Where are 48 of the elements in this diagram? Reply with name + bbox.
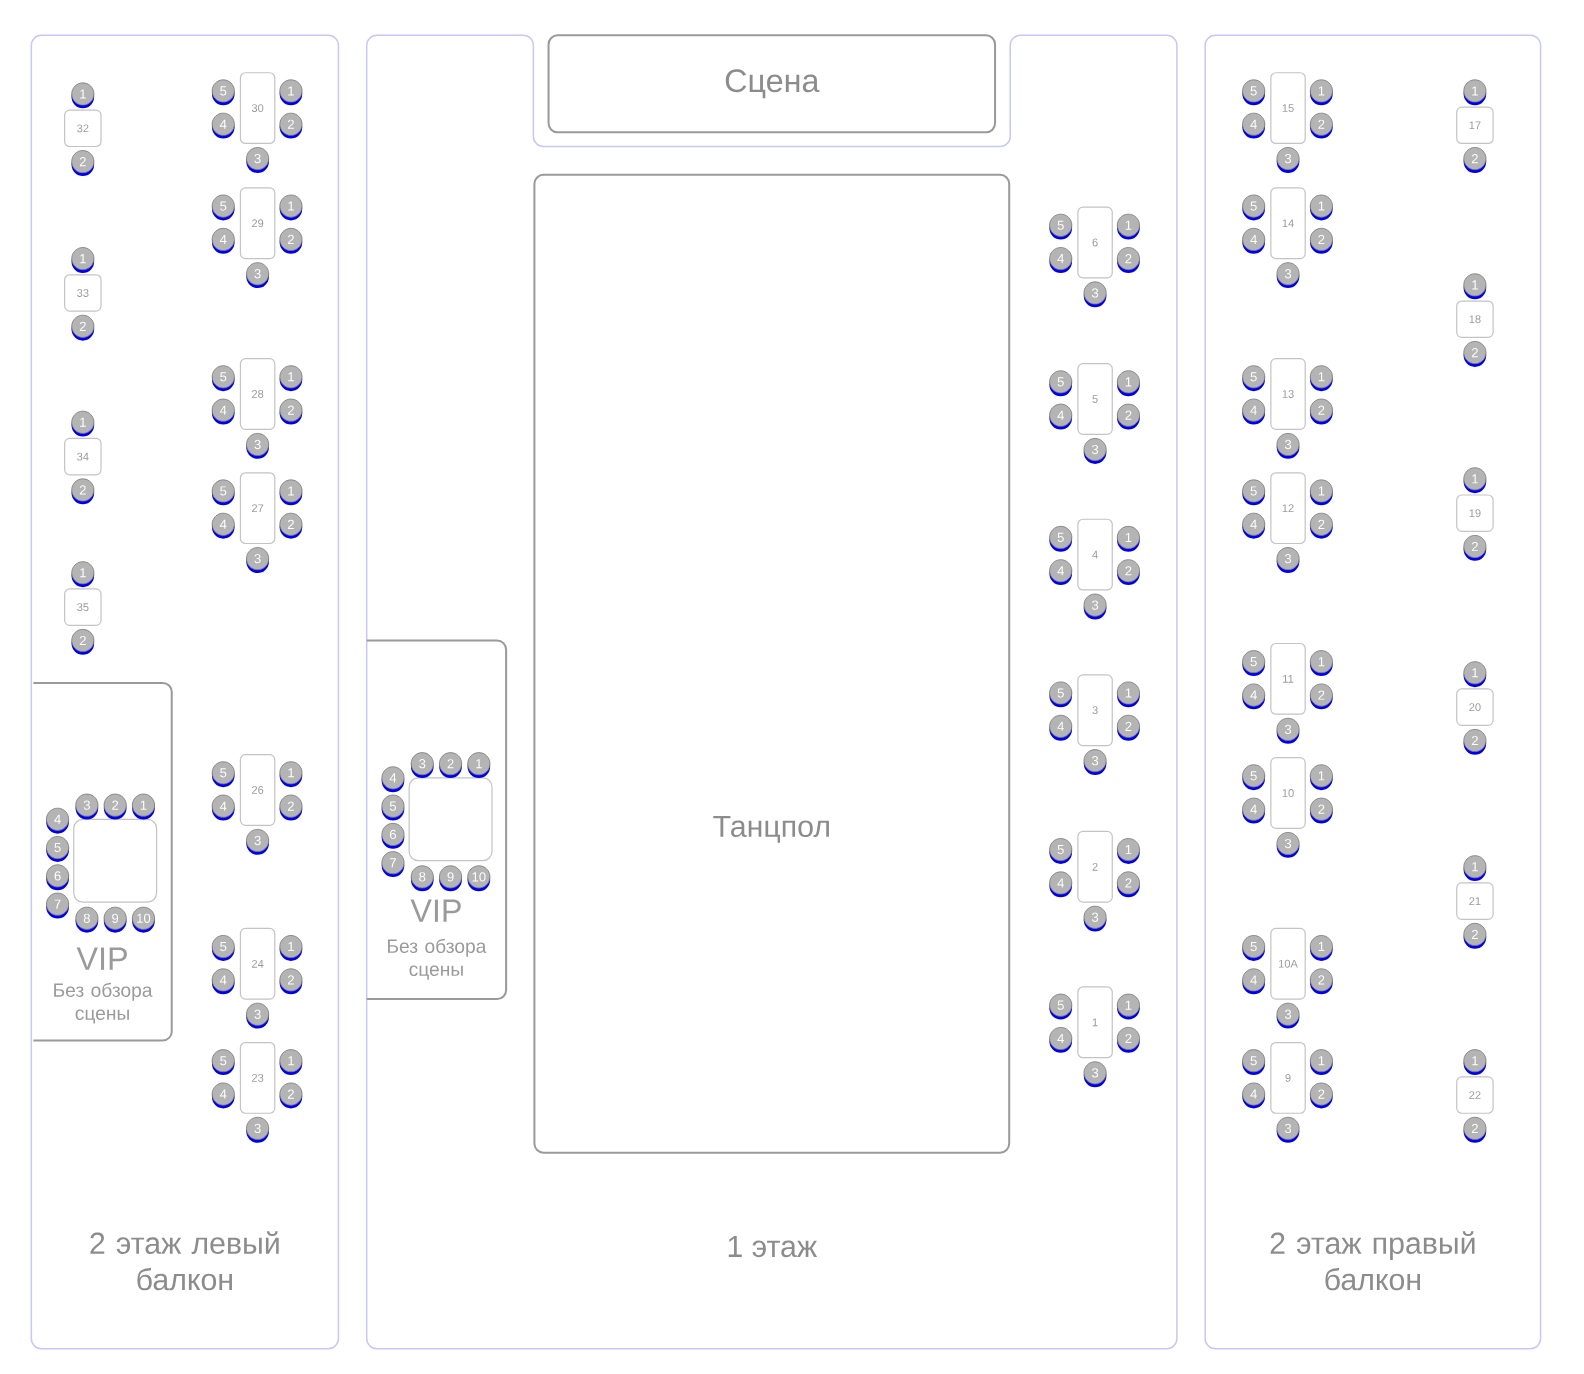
table-box: 23 <box>239 1042 276 1114</box>
table-box: 29 <box>239 187 276 260</box>
table-box: 22 <box>1456 1076 1494 1114</box>
vip-box <box>33 681 173 1042</box>
table-box: 19 <box>1456 494 1494 533</box>
table-box: 26 <box>239 754 276 826</box>
table-box: 11 <box>1270 642 1306 715</box>
table-box: 4 <box>1077 518 1113 591</box>
table-box: 12 <box>1270 472 1306 545</box>
floor-panel <box>365 34 1178 1350</box>
table-box: 21 <box>1456 882 1494 920</box>
balcony-panel <box>30 34 340 1350</box>
table-box: 33 <box>64 274 102 312</box>
table-box: 35 <box>64 588 102 626</box>
table-box <box>73 818 158 903</box>
stage-box: Сцена <box>547 34 997 134</box>
table-box: 1 <box>1077 986 1113 1059</box>
table-box: 9 <box>1270 1042 1306 1114</box>
note-label: Без обзора сцены <box>388 938 487 980</box>
table-box: 32 <box>64 109 102 148</box>
table-box: 13 <box>1270 358 1306 430</box>
area-label: 1 этаж <box>728 1236 818 1258</box>
table-box: 20 <box>1456 688 1494 726</box>
area-label: 2 этаж левый балкон <box>90 1231 279 1291</box>
table-box: 6 <box>1077 206 1113 279</box>
table-box: 30 <box>239 72 276 145</box>
balcony-panel <box>1204 34 1542 1350</box>
table-box: 24 <box>239 927 276 1000</box>
table-box: 28 <box>239 358 276 430</box>
table-box: 17 <box>1456 106 1494 145</box>
table-box: 2 <box>1077 830 1113 903</box>
vip-label: VIP <box>76 947 127 970</box>
area-label: 2 этаж правый балкон <box>1270 1231 1475 1291</box>
table-box <box>408 777 493 862</box>
table-box: 10 <box>1270 757 1306 830</box>
area-label: Танцпол <box>713 816 829 843</box>
table-box: 15 <box>1270 72 1306 145</box>
note-label: Без обзора сцены <box>54 982 153 1024</box>
table-box: 34 <box>64 437 102 476</box>
dance-floor-box <box>533 173 1011 1154</box>
table-box: 10A <box>1270 927 1306 1000</box>
vip-box <box>366 639 508 1001</box>
table-box: 18 <box>1456 300 1494 339</box>
table-box: 14 <box>1270 187 1306 260</box>
vip-label: VIP <box>410 899 461 922</box>
table-box: 5 <box>1077 363 1113 436</box>
table-box: 3 <box>1077 674 1113 747</box>
table-box: 27 <box>239 472 276 545</box>
